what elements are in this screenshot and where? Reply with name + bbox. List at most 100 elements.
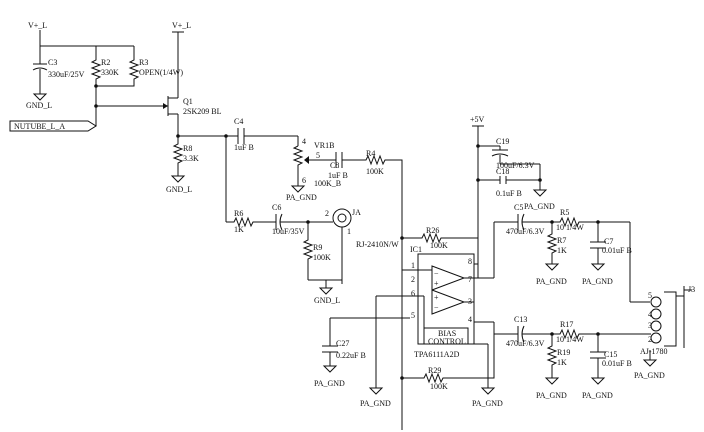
capacitor-c7: C7 0.01uF B PA_GND xyxy=(582,222,632,286)
svg-text:R7: R7 xyxy=(557,236,566,245)
svg-text:PA_GND: PA_GND xyxy=(634,371,665,380)
svg-text:OPEN(1/4W): OPEN(1/4W) xyxy=(139,68,183,77)
capacitor-c4: C4 1uF B xyxy=(234,117,298,152)
svg-text:100K: 100K xyxy=(430,382,448,391)
svg-text:1uF B: 1uF B xyxy=(328,171,348,180)
jack-j3: J3 5 4 3 2 AJ-1780 PA_GND xyxy=(629,222,695,380)
svg-text:C8: C8 xyxy=(330,161,339,170)
svg-text:330K: 330K xyxy=(101,68,119,77)
resistor-r4: R4 100K xyxy=(362,149,410,271)
svg-text:J3: J3 xyxy=(688,285,695,294)
svg-text:6: 6 xyxy=(411,289,415,298)
svg-text:8: 8 xyxy=(468,257,472,266)
svg-text:R17: R17 xyxy=(560,320,573,329)
svg-text:5: 5 xyxy=(316,151,320,160)
resistor-r8: R8 3.3K GND_L xyxy=(166,114,199,194)
svg-text:330uF/25V: 330uF/25V xyxy=(48,70,85,79)
svg-text:6: 6 xyxy=(302,176,306,185)
potentiometer-vr1b: VR1B 100K_B 4 5 6 PA_GND xyxy=(286,136,341,202)
svg-text:5: 5 xyxy=(648,291,652,300)
svg-text:PA_GND: PA_GND xyxy=(582,391,613,400)
svg-text:R3: R3 xyxy=(139,58,148,67)
supply-plus5v: +5V xyxy=(470,115,485,278)
svg-text:IC1: IC1 xyxy=(410,245,422,254)
svg-text:C13: C13 xyxy=(514,315,527,324)
svg-text:R5: R5 xyxy=(560,208,569,217)
resistor-r2: R2 330K xyxy=(90,56,119,94)
supply-v-l-mid: V+_L xyxy=(172,21,191,96)
resistor-r3: R3 OPEN(1/4W) xyxy=(96,56,183,87)
svg-text:4: 4 xyxy=(468,315,472,324)
svg-text:100K_B: 100K_B xyxy=(314,179,341,188)
svg-text:PA_GND: PA_GND xyxy=(536,391,567,400)
svg-text:−: − xyxy=(434,269,439,278)
supply-v-l-left: V+_L xyxy=(28,21,47,56)
resistor-r7: R7 1K PA_GND xyxy=(536,222,567,286)
svg-text:1K: 1K xyxy=(234,225,244,234)
svg-text:C5: C5 xyxy=(514,203,523,212)
net-nutube-l-a: NUTUBE_L_A xyxy=(9,118,97,132)
resistor-r17: R17 10 1/4W xyxy=(550,320,648,344)
svg-text:C4: C4 xyxy=(234,117,243,126)
svg-text:10uF/35V: 10uF/35V xyxy=(272,227,305,236)
svg-text:PA_GND: PA_GND xyxy=(472,399,503,408)
svg-text:R29: R29 xyxy=(428,366,441,375)
svg-text:3.3K: 3.3K xyxy=(183,154,199,163)
svg-text:0.01uF B: 0.01uF B xyxy=(602,246,632,255)
ground-ja: GND_L xyxy=(308,279,342,305)
resistor-r5: R5 10 1/4W xyxy=(550,208,630,232)
rail-top-left xyxy=(40,45,135,56)
svg-text:470uF/6.3V: 470uF/6.3V xyxy=(506,339,545,348)
svg-text:PA_GND: PA_GND xyxy=(536,277,567,286)
svg-text:1: 1 xyxy=(347,227,351,236)
svg-text:C18: C18 xyxy=(496,167,509,176)
svg-text:1K: 1K xyxy=(557,358,567,367)
svg-text:1uF B: 1uF B xyxy=(234,143,254,152)
ic1-tpa6111a2d: IC1 − + + − BIAS CONTROL TPA6111A2D 1 2 … xyxy=(410,245,475,359)
svg-text:100K: 100K xyxy=(313,253,331,262)
svg-text:V+_L: V+_L xyxy=(28,21,47,30)
capacitor-c19: C19 100uF/6.3V xyxy=(478,137,540,170)
svg-text:470uF/6.3V: 470uF/6.3V xyxy=(506,227,545,236)
svg-text:0.01uF B: 0.01uF B xyxy=(602,359,632,368)
svg-text:+: + xyxy=(434,279,439,288)
svg-text:100K: 100K xyxy=(430,241,448,250)
capacitor-c3: C3 330uF/25V GND_L xyxy=(26,56,85,110)
svg-text:2: 2 xyxy=(648,335,652,344)
capacitor-c13: C13 470uF/6.3V xyxy=(506,315,556,348)
svg-text:10 1/4W: 10 1/4W xyxy=(556,335,584,344)
svg-text:PA_GND: PA_GND xyxy=(286,193,317,202)
svg-text:−: − xyxy=(434,303,439,312)
svg-text:Q1: Q1 xyxy=(183,97,193,106)
svg-text:BIAS: BIAS xyxy=(438,329,456,338)
resistor-r19: R19 1K PA_GND xyxy=(536,334,570,400)
svg-text:TPA6111A2D: TPA6111A2D xyxy=(414,350,460,359)
ic-out-l-wire xyxy=(474,221,518,335)
svg-text:R26: R26 xyxy=(426,226,439,235)
capacitor-c18: C18 0.1uF B xyxy=(478,167,540,198)
ground-pa-top: PA_GND xyxy=(524,164,555,211)
svg-text:100K: 100K xyxy=(366,167,384,176)
svg-text:PA_GND: PA_GND xyxy=(582,277,613,286)
svg-text:10 1/4W: 10 1/4W xyxy=(556,223,584,232)
transistor-q1: Q1 2SK209 BL xyxy=(162,96,222,116)
svg-text:RJ-2410N/W: RJ-2410N/W xyxy=(356,240,399,249)
svg-text:+5V: +5V xyxy=(470,115,485,124)
svg-text:AJ-1780: AJ-1780 xyxy=(640,347,668,356)
svg-text:CONTROL: CONTROL xyxy=(428,337,466,346)
svg-text:C6: C6 xyxy=(272,203,281,212)
capacitor-c6: C6 10uF/35V xyxy=(272,203,320,236)
resistor-r29: R29 100K xyxy=(400,270,495,430)
svg-text:C27: C27 xyxy=(336,339,349,348)
svg-text:7: 7 xyxy=(468,275,472,284)
svg-text:4: 4 xyxy=(648,310,652,319)
ground-ic-left: PA_GND xyxy=(360,295,410,408)
svg-text:PA_GND: PA_GND xyxy=(360,399,391,408)
svg-text:100uF/6.3V: 100uF/6.3V xyxy=(496,161,535,170)
resistor-r26: R26 100K xyxy=(400,226,478,250)
svg-text:NUTUBE_L_A: NUTUBE_L_A xyxy=(14,122,65,131)
svg-text:3: 3 xyxy=(648,321,652,330)
jack-ja: 2 1 JA RJ-2410N/W xyxy=(320,208,399,284)
wire-q1-c4 xyxy=(178,134,238,222)
